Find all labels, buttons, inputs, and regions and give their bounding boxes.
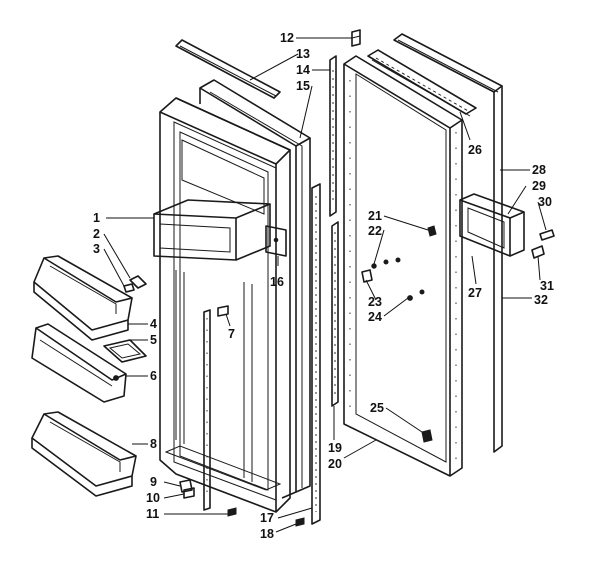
top-trim-strip <box>175 39 281 99</box>
callout-19: 19 <box>328 441 342 455</box>
callout-25: 25 <box>370 401 384 415</box>
callout-24: 24 <box>368 310 382 324</box>
vertical-trim-strips <box>311 55 339 525</box>
callout-labels: 1 2 3 4 5 6 7 8 9 10 11 12 13 14 15 16 1… <box>93 31 554 541</box>
callout-22: 22 <box>368 224 382 238</box>
callout-21: 21 <box>368 209 382 223</box>
callout-2: 2 <box>93 227 100 241</box>
callout-27: 27 <box>468 286 482 300</box>
callout-23: 23 <box>368 295 382 309</box>
callout-12: 12 <box>280 31 294 45</box>
leader-lines <box>103 37 547 533</box>
callout-5: 5 <box>150 333 157 347</box>
callout-14: 14 <box>296 63 310 77</box>
callout-28: 28 <box>532 163 546 177</box>
door-liner <box>153 97 291 513</box>
callout-10: 10 <box>146 491 160 505</box>
callout-16: 16 <box>270 275 284 289</box>
callout-29: 29 <box>532 179 546 193</box>
callout-26: 26 <box>468 143 482 157</box>
callout-1: 1 <box>93 211 100 225</box>
callout-3: 3 <box>93 242 100 256</box>
small-hardware <box>123 275 305 527</box>
callout-18: 18 <box>260 527 274 541</box>
callout-8: 8 <box>150 437 157 451</box>
cap-part <box>351 29 361 47</box>
callout-17: 17 <box>260 511 274 525</box>
callout-15: 15 <box>296 79 310 93</box>
callout-30: 30 <box>538 195 552 209</box>
callout-7: 7 <box>228 327 235 341</box>
callout-4: 4 <box>150 317 157 331</box>
callout-9: 9 <box>150 475 157 489</box>
callout-6: 6 <box>150 369 157 383</box>
door-bins <box>31 255 147 497</box>
callout-31: 31 <box>540 279 554 293</box>
door-handle-strip <box>393 33 503 453</box>
outer-door-panel <box>343 49 555 477</box>
door-gasket <box>199 79 311 499</box>
callout-11: 11 <box>146 507 159 521</box>
callout-32: 32 <box>534 293 548 307</box>
callout-13: 13 <box>296 47 310 61</box>
callout-20: 20 <box>328 457 342 471</box>
